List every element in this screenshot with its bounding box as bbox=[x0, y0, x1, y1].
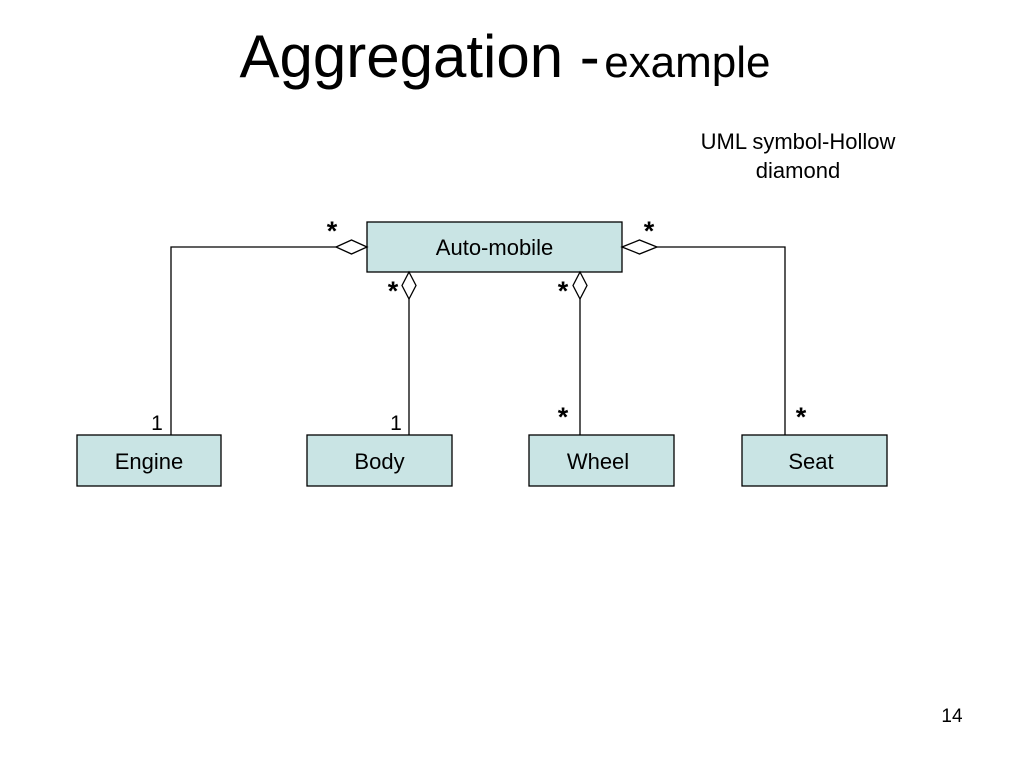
aggregation-diamond-engine bbox=[334, 239, 369, 255]
class-label-auto-mobile: Auto-mobile bbox=[436, 235, 553, 260]
multiplicity-wheel-whole: * bbox=[558, 276, 569, 306]
aggregation-diamond-wheel bbox=[572, 270, 588, 301]
engine-aggregation-line bbox=[170, 246, 336, 435]
slide-title: Aggregation - example bbox=[0, 22, 1010, 91]
class-label-wheel: Wheel bbox=[567, 449, 629, 474]
multiplicity-seat-whole: * bbox=[644, 216, 655, 246]
multiplicity-body-part: 1 bbox=[390, 412, 402, 435]
class-box-engine: Engine bbox=[76, 434, 222, 487]
multiplicity-engine-whole: * bbox=[327, 216, 338, 246]
multiplicity-wheel-part: * bbox=[558, 402, 569, 432]
class-box-body: Body bbox=[306, 434, 453, 487]
class-box-seat: Seat bbox=[741, 434, 888, 487]
class-box-wheel: Wheel bbox=[528, 434, 675, 487]
class-label-seat: Seat bbox=[788, 449, 833, 474]
class-label-body: Body bbox=[354, 449, 404, 474]
class-label-engine: Engine bbox=[115, 449, 184, 474]
aggregation-diamond-body bbox=[401, 270, 417, 301]
uml-symbol-note: UML symbol-Hollow diamond bbox=[700, 129, 896, 183]
aggregation-diamond-seat bbox=[620, 239, 659, 255]
multiplicity-seat-part: * bbox=[796, 402, 807, 432]
multiplicity-engine-part: 1 bbox=[151, 412, 163, 435]
class-box-auto-mobile: Auto-mobile bbox=[366, 221, 623, 273]
title-main: Aggregation - bbox=[239, 23, 600, 90]
seat-aggregation-line bbox=[657, 246, 786, 435]
page-number: 14 bbox=[941, 706, 963, 727]
multiplicity-body-whole: * bbox=[388, 276, 399, 306]
title-suffix: example bbox=[604, 38, 771, 87]
